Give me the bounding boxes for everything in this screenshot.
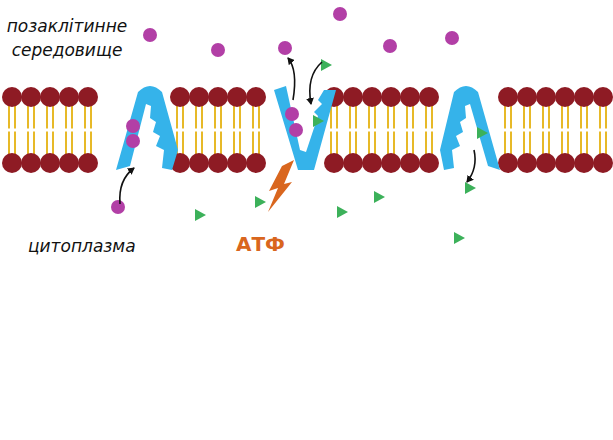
tail-gap (44, 129, 56, 132)
region-label: позаклітинне середовище (2, 14, 132, 62)
lipid-head (227, 87, 247, 107)
lipid-head (246, 153, 266, 173)
tail-gap (521, 129, 533, 132)
purple-molecule (333, 7, 347, 21)
green-molecule (374, 191, 385, 203)
purple-molecule (143, 28, 157, 42)
tail-gap (63, 129, 75, 132)
lipid-head (498, 87, 518, 107)
purple-molecule (383, 39, 397, 53)
lipid-head (381, 87, 401, 107)
tail-gap (502, 129, 514, 132)
molecules (111, 7, 488, 244)
tail-gap (250, 129, 262, 132)
lipid-head (362, 87, 382, 107)
purple-molecule (278, 41, 292, 55)
lipid-head (189, 87, 209, 107)
tail-gap (423, 129, 435, 132)
green-molecule (454, 232, 465, 244)
lipid-head (593, 153, 613, 173)
lipid-head (574, 87, 594, 107)
tail-gap (559, 129, 571, 132)
green-molecule (195, 209, 206, 221)
carrier-protein (116, 86, 178, 170)
lipid-head (78, 87, 98, 107)
tail-gap (347, 129, 359, 132)
lipid-head (400, 87, 420, 107)
tail-gap (328, 129, 340, 132)
tail-gap (212, 129, 224, 132)
tail-gap (82, 129, 94, 132)
purple-molecule (211, 43, 225, 57)
purple-molecule (289, 123, 303, 137)
green-molecule (255, 196, 266, 208)
lipid-head (574, 153, 594, 173)
purple-molecule (126, 134, 140, 148)
lipid-head (517, 153, 537, 173)
lipid-head (21, 153, 41, 173)
purple-molecule (445, 31, 459, 45)
tail-gap (385, 129, 397, 132)
purple-molecule (126, 119, 140, 133)
lipid-head (517, 87, 537, 107)
lipid-head (40, 153, 60, 173)
lipid-bilayer (2, 87, 613, 173)
lipid-head (555, 87, 575, 107)
lipid-head (2, 87, 22, 107)
green-molecule (321, 59, 332, 71)
green-molecule (337, 206, 348, 218)
lipid-head (555, 153, 575, 173)
purple-molecule (285, 107, 299, 121)
lipid-head (59, 87, 79, 107)
region-label: цитоплазма (28, 234, 136, 258)
tail-gap (540, 129, 552, 132)
lipid-head (400, 153, 420, 173)
green-molecule (477, 127, 488, 139)
atp-pump (274, 86, 336, 170)
lipid-head (343, 87, 363, 107)
atp-energy-bolt (268, 160, 294, 212)
lipid-head (208, 153, 228, 173)
lipid-head (246, 87, 266, 107)
green-molecule (465, 182, 476, 194)
lipid-head (208, 87, 228, 107)
lipid-head (381, 153, 401, 173)
lipid-head (362, 153, 382, 173)
lipid-head (343, 153, 363, 173)
tail-gap (25, 129, 37, 132)
green-molecule (313, 115, 324, 127)
lipid-head (419, 87, 439, 107)
lipid-head (593, 87, 613, 107)
lipid-head (324, 153, 344, 173)
tail-gap (597, 129, 609, 132)
lipid-head (21, 87, 41, 107)
lipid-head (170, 87, 190, 107)
carrier-protein (440, 86, 500, 170)
tail-gap (231, 129, 243, 132)
lipid-head (498, 153, 518, 173)
tail-gap (578, 129, 590, 132)
tail-gap (366, 129, 378, 132)
lipid-head (536, 153, 556, 173)
lipid-head (536, 87, 556, 107)
atp-label: АТФ (236, 232, 285, 256)
lipid-head (2, 153, 22, 173)
tail-gap (6, 129, 18, 132)
tail-gap (193, 129, 205, 132)
lipid-head (227, 153, 247, 173)
lipid-head (419, 153, 439, 173)
tail-gap (174, 129, 186, 132)
lipid-head (189, 153, 209, 173)
lipid-head (40, 87, 60, 107)
lipid-head (59, 153, 79, 173)
purple-molecule (111, 200, 125, 214)
lipid-head (78, 153, 98, 173)
movement-arrows (120, 58, 475, 204)
tail-gap (404, 129, 416, 132)
